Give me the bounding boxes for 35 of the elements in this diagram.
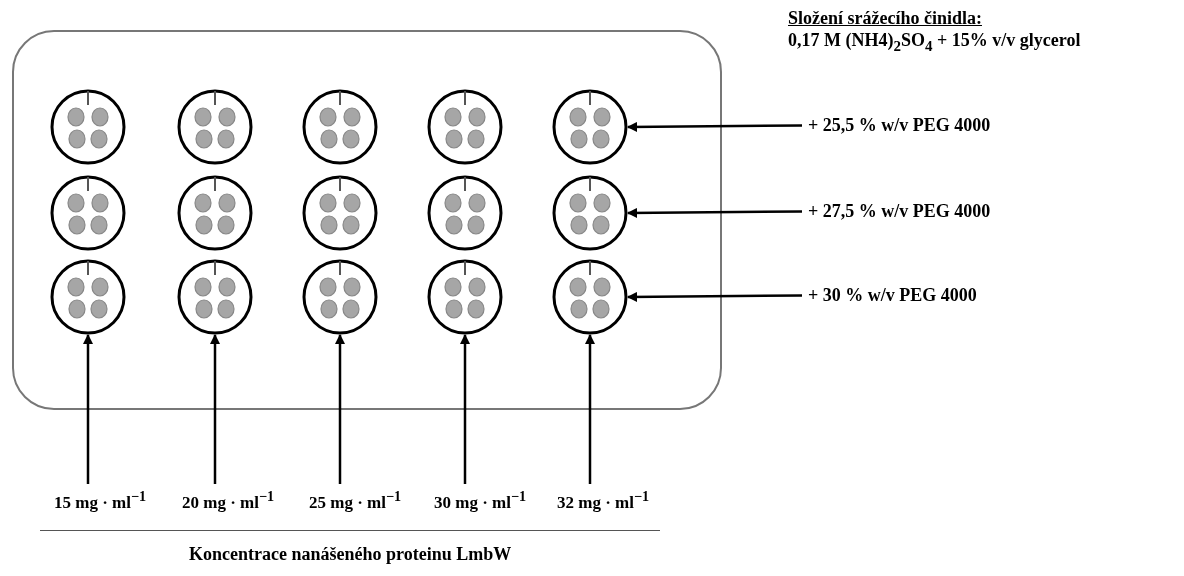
well-drawing xyxy=(551,88,628,165)
well-drawing xyxy=(176,174,253,251)
arrow xyxy=(460,334,470,484)
concentration-label: 20 mg · ml$^{−1}$ xyxy=(182,488,275,513)
well-drawing xyxy=(176,88,253,165)
arrow xyxy=(627,207,802,218)
precipitant-label: + 30 % w/v PEG 4000 xyxy=(808,285,977,306)
concentration-label: 32 mg · ml$^{−1}$ xyxy=(557,488,650,513)
well-drawing xyxy=(301,258,378,335)
well-drawing xyxy=(426,174,503,251)
well-drawing xyxy=(49,88,126,165)
well-drawing xyxy=(49,174,126,251)
well-drawing xyxy=(301,174,378,251)
well-drawing xyxy=(426,88,503,165)
well-drawing xyxy=(551,258,628,335)
arrow xyxy=(627,291,802,302)
well-drawing xyxy=(551,174,628,251)
arrow xyxy=(83,334,93,484)
well-drawing xyxy=(301,88,378,165)
well-drawing xyxy=(49,258,126,335)
arrow xyxy=(335,334,345,484)
arrow xyxy=(585,334,595,484)
concentration-label: 30 mg · ml$^{−1}$ xyxy=(434,488,527,513)
heading: Složení srážecího činidla: xyxy=(788,8,982,29)
well-drawing xyxy=(176,258,253,335)
arrow xyxy=(627,121,802,132)
arrow xyxy=(210,334,220,484)
axis-caption: Koncentrace nanášeného proteinu LmbW xyxy=(189,544,512,565)
concentration-label: 25 mg · ml$^{−1}$ xyxy=(309,488,402,513)
reagent-composition: 0,17 M (NH4)$_{2}$SO$_{4}$ + 15% v/v glycerol xyxy=(788,30,1081,55)
well-drawing xyxy=(426,258,503,335)
plate-outline xyxy=(12,30,722,410)
concentration-label: 15 mg · ml$^{−1}$ xyxy=(54,488,147,513)
precipitant-label: + 25,5 % w/v PEG 4000 xyxy=(808,115,991,136)
precipitant-label: + 27,5 % w/v PEG 4000 xyxy=(808,201,991,222)
